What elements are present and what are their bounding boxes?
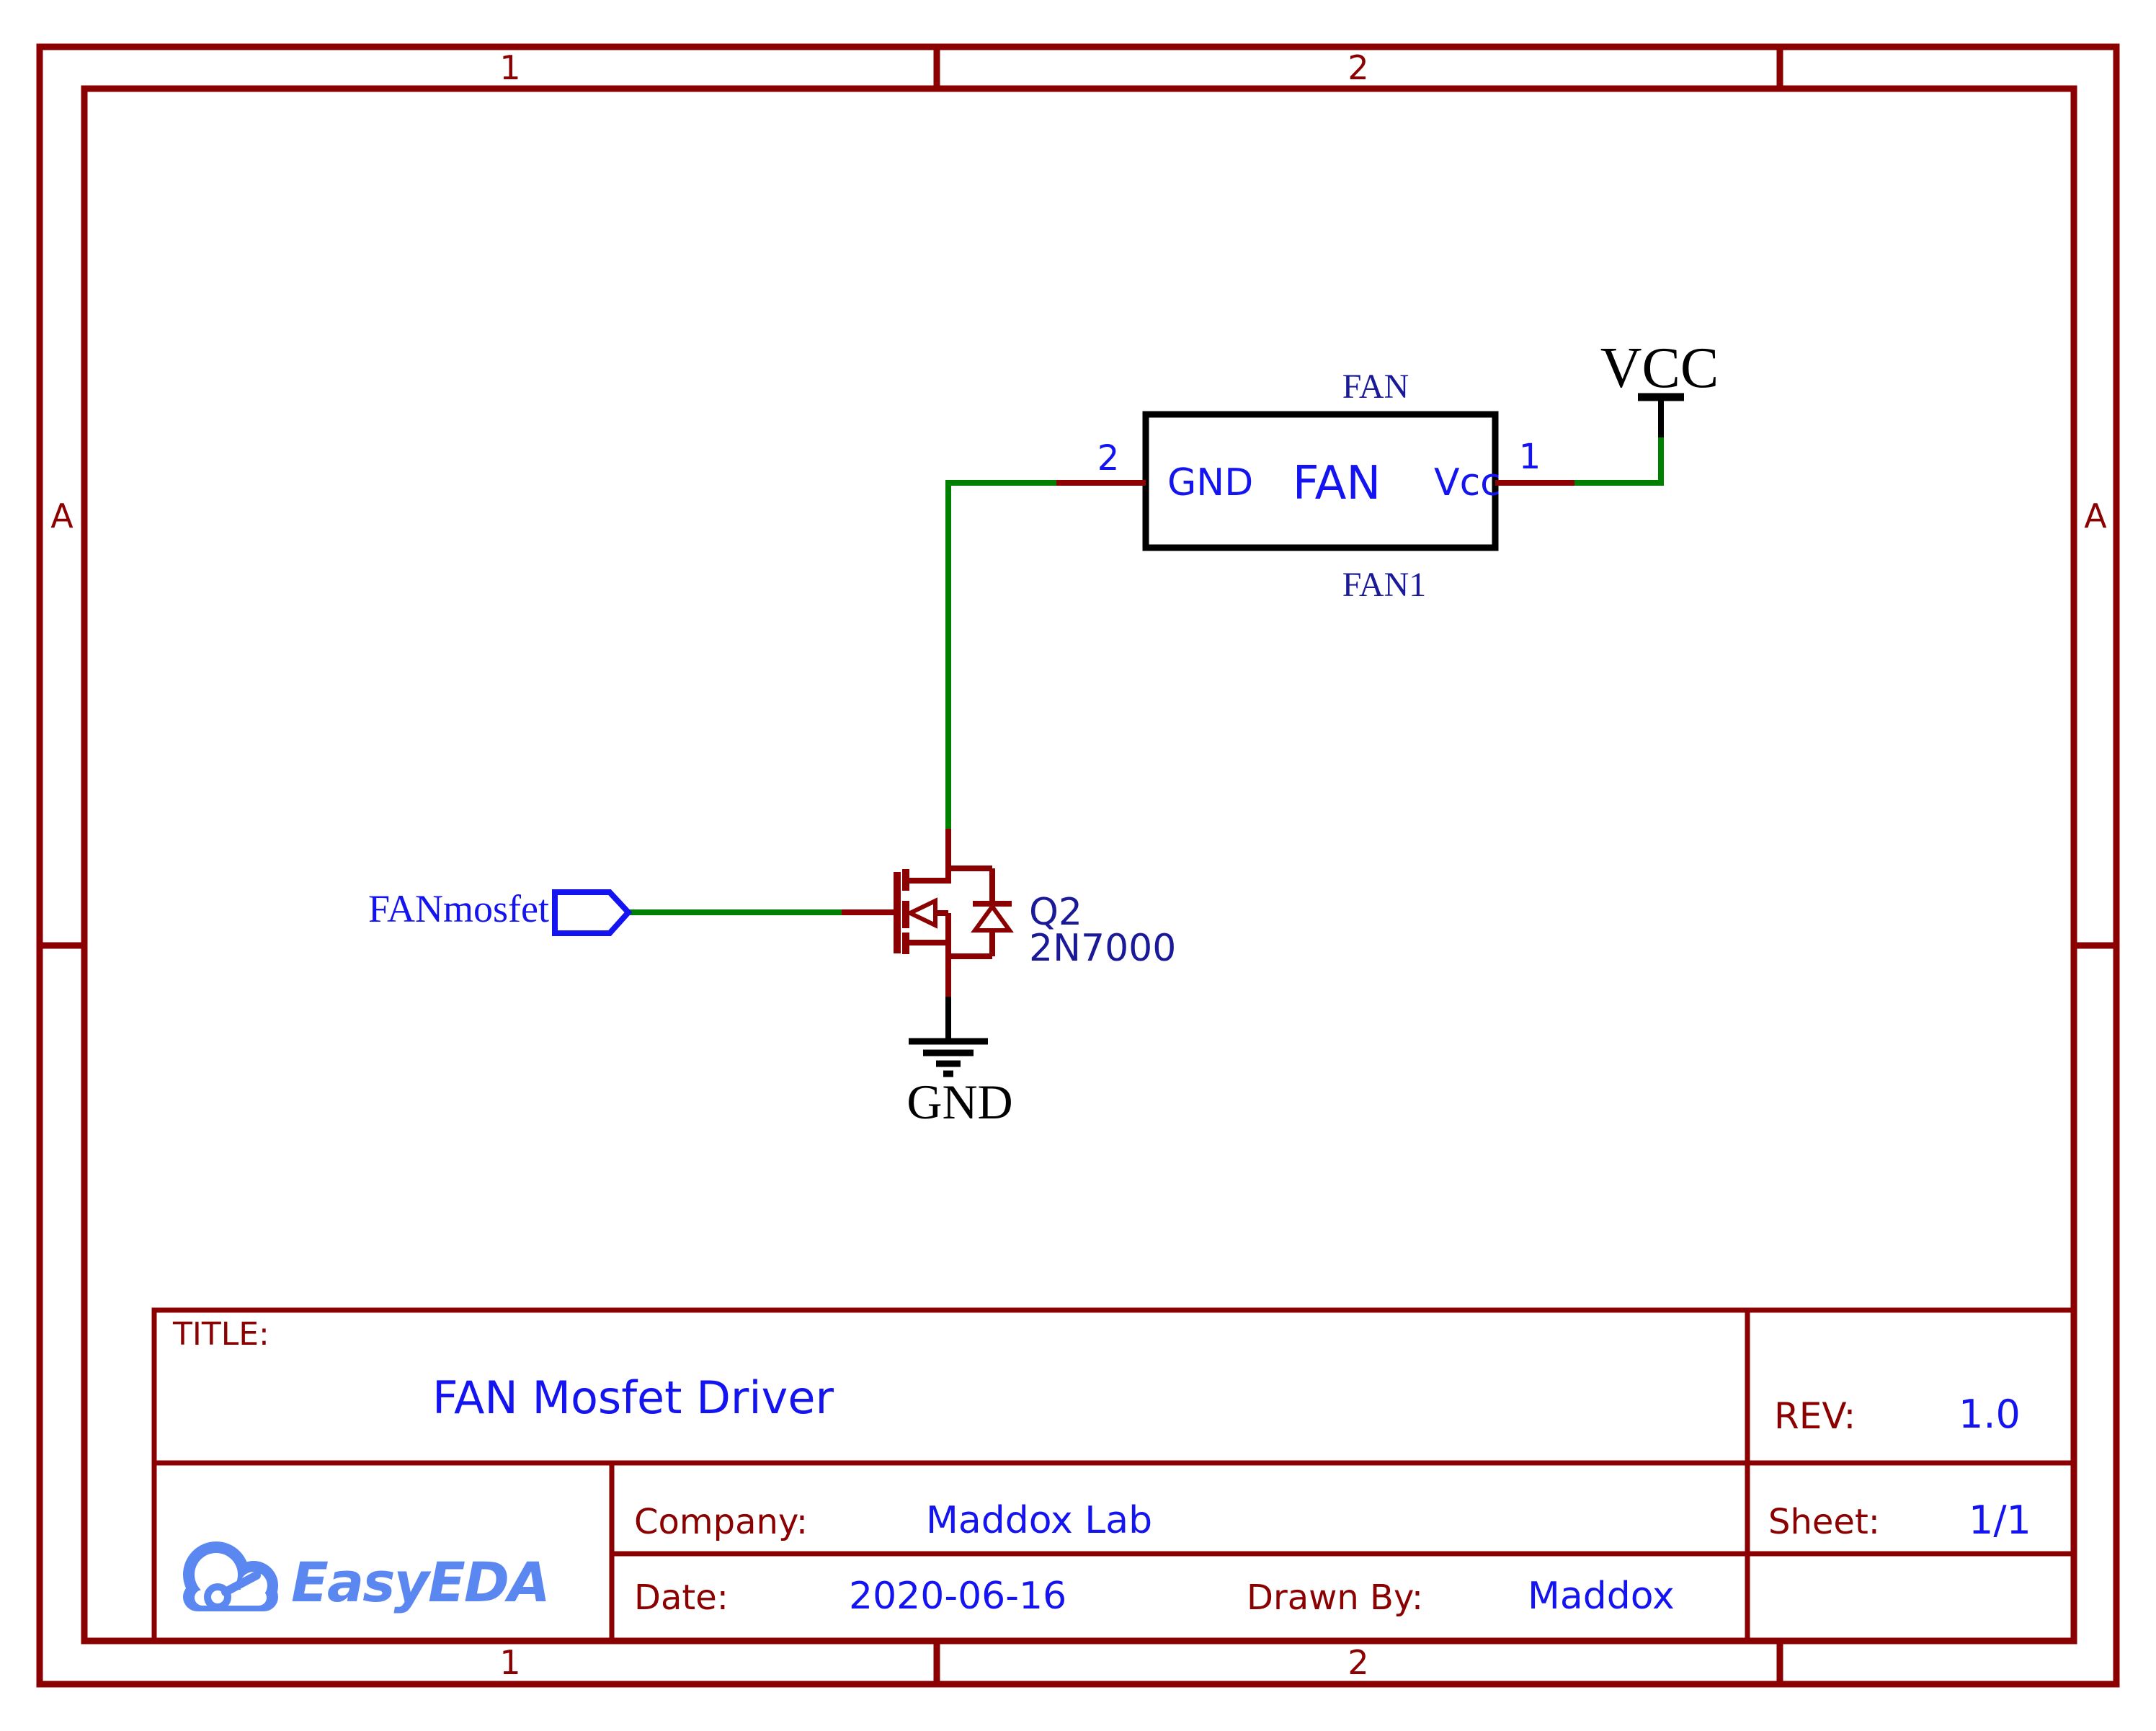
frame-col-label-2-top: 2 bbox=[1348, 48, 1369, 87]
gnd-net-label[interactable]: GND bbox=[906, 1074, 1013, 1129]
fan-pin-gnd-label: GND bbox=[1167, 461, 1254, 504]
fan-component-label[interactable]: FAN bbox=[1342, 368, 1409, 406]
mosfet-symbol[interactable] bbox=[842, 829, 1014, 997]
frame-row-label-a-right: A bbox=[2084, 497, 2107, 535]
vcc-power-symbol[interactable] bbox=[1638, 393, 1684, 437]
gnd-power-symbol[interactable] bbox=[909, 997, 988, 1077]
easyeda-logo-icon bbox=[183, 1541, 278, 1611]
vcc-net-label[interactable]: VCC bbox=[1600, 337, 1719, 400]
drawn-by-label: Drawn By: bbox=[1247, 1578, 1424, 1618]
easyeda-logo-text: EasyEDA bbox=[291, 1550, 551, 1614]
frame-col-label-1-bottom: 1 bbox=[499, 1643, 521, 1682]
diode-triangle bbox=[971, 902, 1014, 933]
fan-pin-vcc-label: Vcc bbox=[1434, 461, 1501, 504]
fan-body-outline[interactable] bbox=[1142, 411, 1499, 551]
mosfet-designator[interactable]: Q2 bbox=[1029, 891, 1083, 934]
date-value: 2020-06-16 bbox=[849, 1575, 1067, 1618]
sheet-title: FAN Mosfet Driver bbox=[432, 1371, 834, 1424]
sheet-border-frame bbox=[36, 43, 2120, 1688]
fan-pin2-number: 2 bbox=[1097, 438, 1120, 479]
wire-fan-to-drain[interactable] bbox=[945, 480, 1056, 829]
title-block-grid bbox=[151, 1307, 2077, 1644]
frame-row-label-a-left: A bbox=[50, 497, 74, 535]
mosfet-body-arrow bbox=[905, 897, 937, 929]
company-value: Maddox Lab bbox=[926, 1499, 1153, 1542]
fan-designator[interactable]: FAN1 bbox=[1342, 566, 1427, 604]
sheet-label: Sheet: bbox=[1768, 1502, 1880, 1542]
frame-col-label-1-top: 1 bbox=[499, 48, 521, 87]
fan-name-label[interactable]: FAN bbox=[1292, 457, 1381, 510]
rev-value: 1.0 bbox=[1959, 1392, 2021, 1437]
rev-label: REV: bbox=[1774, 1395, 1856, 1437]
net-flag-shape[interactable] bbox=[552, 889, 633, 936]
fan-component-symbol[interactable] bbox=[1056, 411, 1574, 551]
mosfet-part-number[interactable]: 2N7000 bbox=[1029, 927, 1177, 970]
drawn-by-value: Maddox bbox=[1528, 1575, 1675, 1618]
wire-fan-to-vcc[interactable] bbox=[1574, 437, 1664, 486]
company-label: Company: bbox=[634, 1502, 808, 1542]
sheet-value: 1/1 bbox=[1969, 1498, 2031, 1543]
wires[interactable] bbox=[628, 437, 1664, 915]
net-flag-label[interactable]: FANmosfet bbox=[368, 887, 549, 930]
date-label: Date: bbox=[634, 1578, 729, 1618]
frame-col-label-2-bottom: 2 bbox=[1348, 1643, 1369, 1682]
title-label: TITLE: bbox=[173, 1316, 270, 1353]
fan-pin1-number: 1 bbox=[1518, 437, 1541, 477]
